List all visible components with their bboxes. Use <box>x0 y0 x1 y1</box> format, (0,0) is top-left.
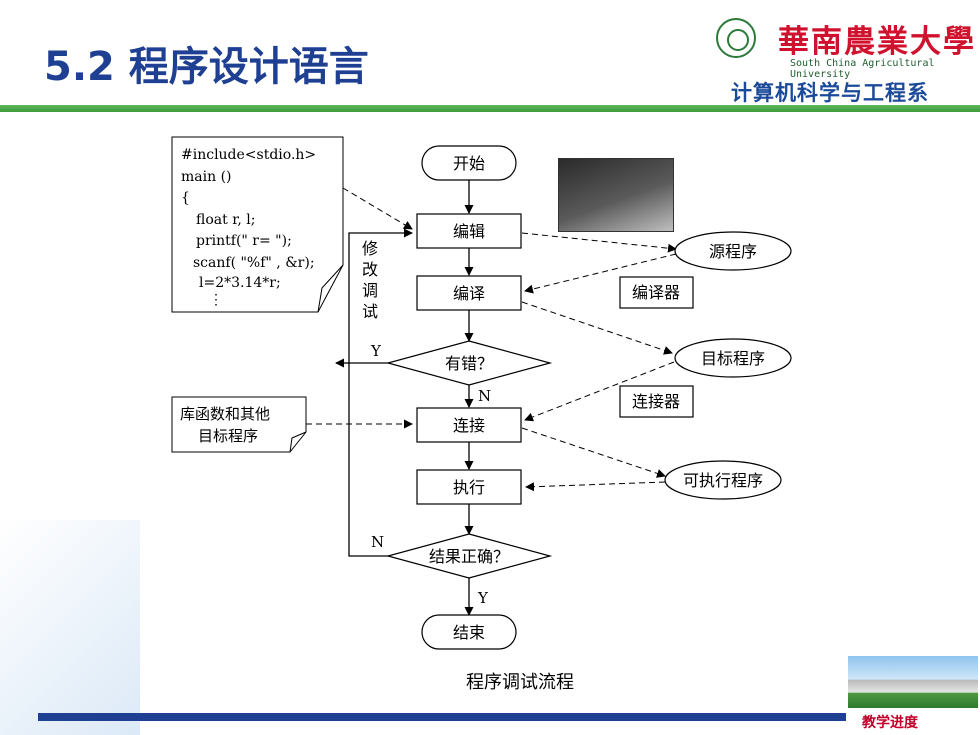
execute-label: 执行 <box>453 478 485 497</box>
result-decision <box>385 533 553 579</box>
university-name-en: South China Agricultural University <box>790 58 935 80</box>
no-label: N <box>371 533 384 551</box>
library-label: 目标程序 <box>198 427 258 445</box>
diagram-caption: 程序调试流程 <box>466 672 574 693</box>
execute-box <box>416 469 522 505</box>
loop-label: 试 <box>362 302 378 321</box>
edit-label: 编辑 <box>453 222 485 241</box>
yes-label: Y <box>370 342 382 360</box>
library-label: 库函数和其他 <box>180 405 270 423</box>
linker-label: 连接器 <box>632 392 680 411</box>
start-label: 开始 <box>453 154 485 173</box>
end-label: 结束 <box>453 623 485 642</box>
loop-label: 修 <box>362 239 378 258</box>
no-label: N <box>478 387 491 405</box>
object-program-label: 目标程序 <box>701 349 765 368</box>
compile-label: 编译 <box>453 284 485 303</box>
footer-divider <box>38 713 846 721</box>
object-program-node <box>674 338 792 378</box>
source-program-label: 源程序 <box>709 242 757 261</box>
yes-label: Y <box>477 589 489 607</box>
background-decoration <box>0 520 140 735</box>
code-line: { <box>181 190 190 206</box>
code-line: ⋮ <box>209 292 223 308</box>
result-label: 结果正确？ <box>429 547 509 566</box>
end-node <box>421 614 517 650</box>
library-box <box>171 396 307 453</box>
university-name-cn: 華南農業大學 <box>778 24 976 60</box>
loop-label: 调 <box>362 281 378 300</box>
code-line: scanf( "%f" , &r); <box>193 255 315 271</box>
campus-building-photo <box>848 656 978 708</box>
executable-node <box>664 460 782 500</box>
edit-box <box>416 213 522 249</box>
link-label: 连接 <box>453 416 485 435</box>
compiler-label: 编译器 <box>632 283 680 302</box>
code-line: printf(" r= "); <box>196 233 292 249</box>
has-error-label: 有错？ <box>445 354 493 373</box>
compiler-box <box>619 276 694 309</box>
code-line: l=2*3.14*r; <box>199 275 281 291</box>
loop-label: 改 <box>362 260 378 279</box>
page-title: 5.2 程序设计语言 <box>44 44 369 90</box>
has-error-decision <box>385 340 553 386</box>
source-program-node <box>674 231 792 271</box>
compile-box <box>416 275 522 311</box>
university-seal-icon <box>716 18 756 58</box>
department-name: 计算机科学与工程系 <box>731 81 929 105</box>
keyboard-photo <box>558 158 674 232</box>
code-line: #include<stdio.h> <box>181 147 316 163</box>
link-box <box>416 407 522 443</box>
code-line: float r, l; <box>196 212 255 228</box>
code-line: main () <box>181 169 232 185</box>
code-box <box>171 136 344 313</box>
header-divider <box>0 105 980 112</box>
start-node <box>421 145 517 181</box>
teaching-progress-link[interactable]: 教学进度 <box>862 715 918 731</box>
executable-label: 可执行程序 <box>683 471 763 490</box>
linker-box <box>619 385 694 418</box>
